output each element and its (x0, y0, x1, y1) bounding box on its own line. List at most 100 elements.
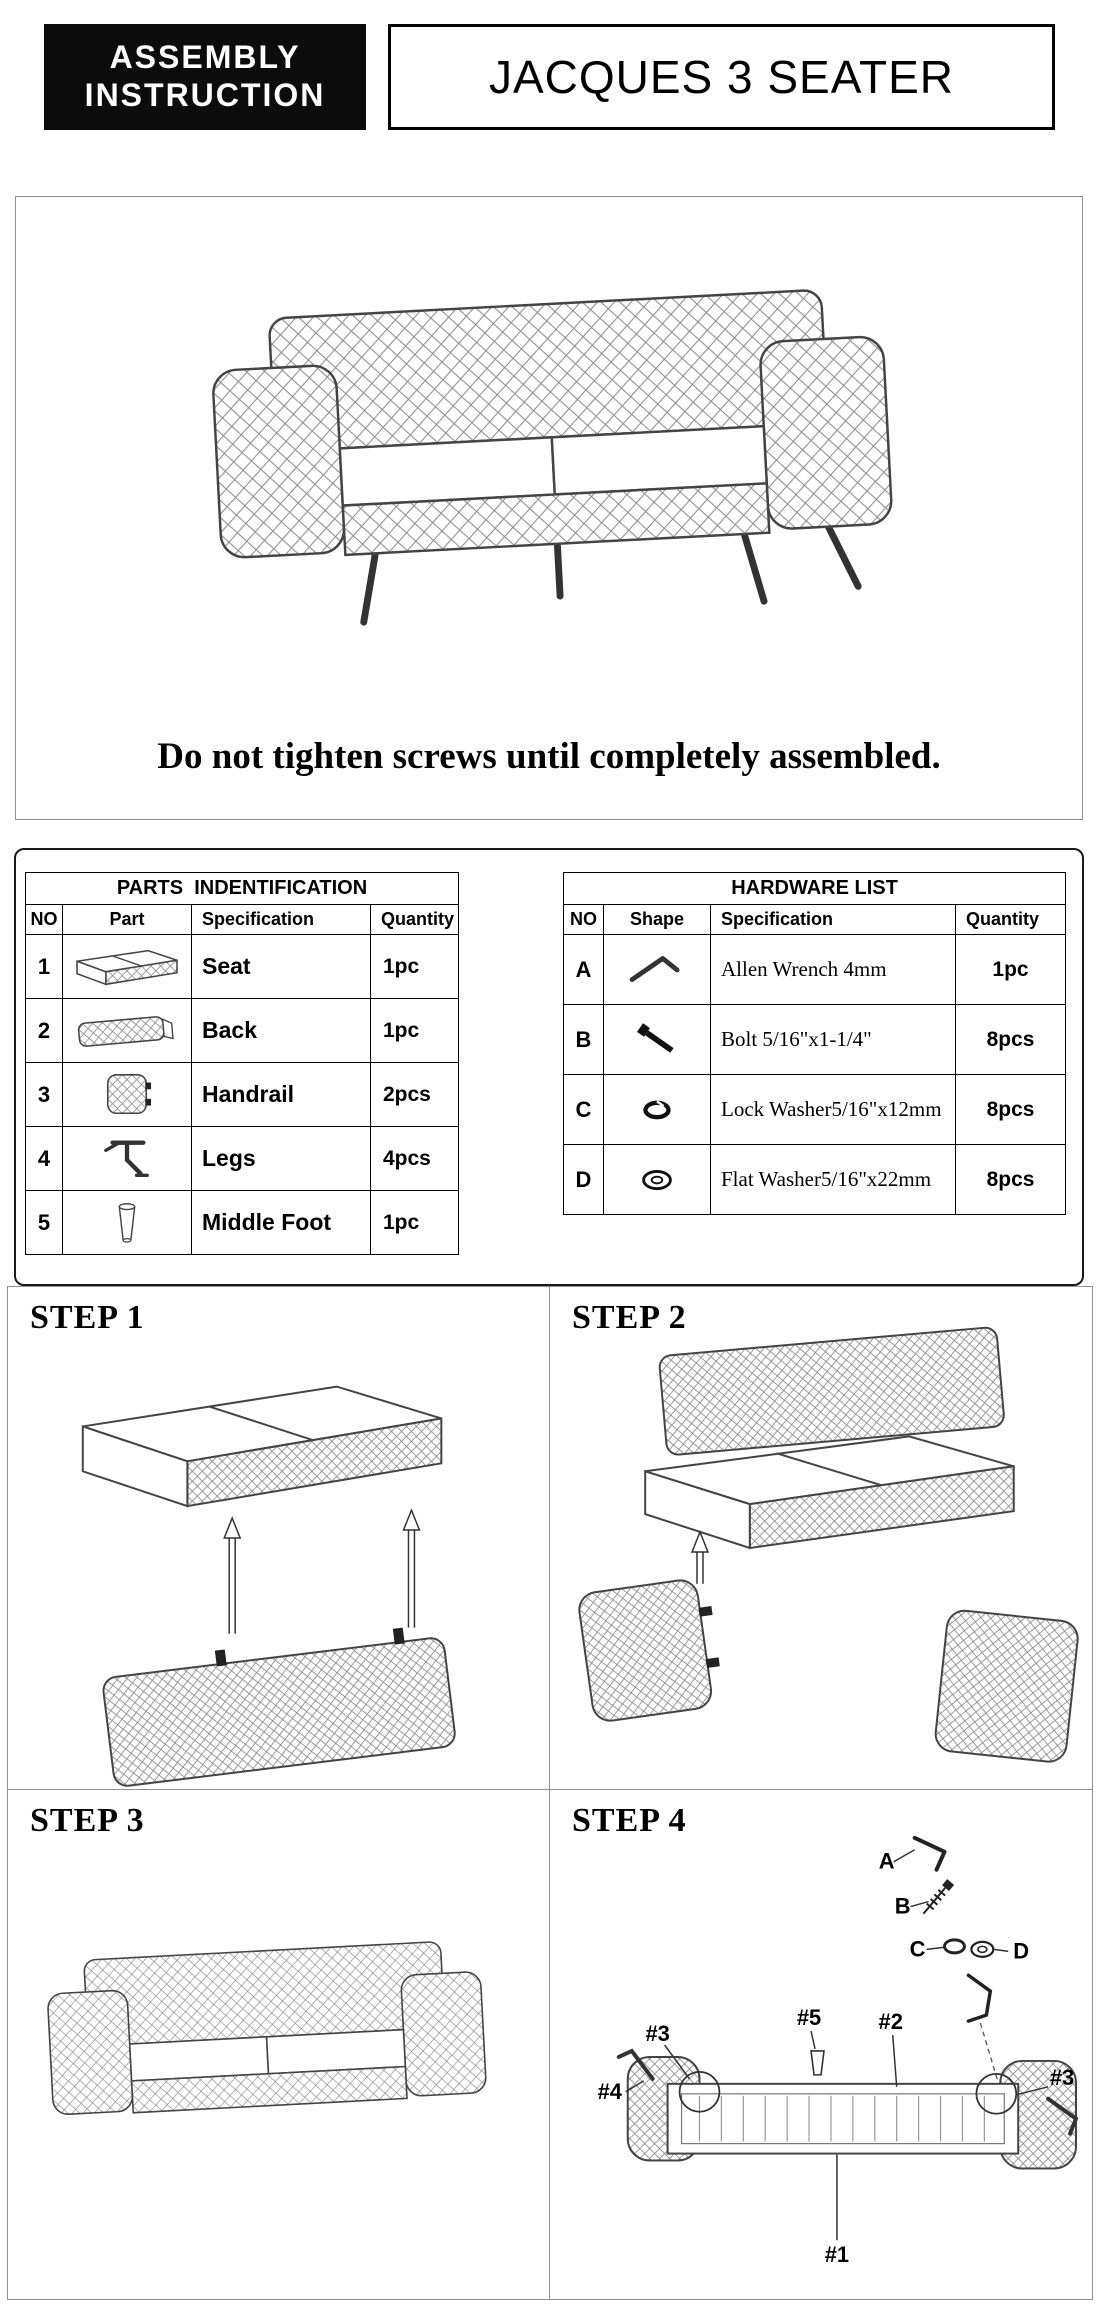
assembly-instruction-badge: ASSEMBLY INSTRUCTION (44, 24, 366, 130)
bolt-point-circle-right (975, 2072, 1018, 2115)
hardware-qty: 8pcs (954, 1144, 1067, 1215)
seat-assembly (81, 1385, 443, 1508)
allen-wrench-glyph (912, 1835, 947, 1872)
part-spec: Handrail (191, 1062, 371, 1127)
part-no: 2 (25, 998, 63, 1063)
parts-header-qty: Quantity (370, 904, 459, 935)
hardware-qty: 1pc (954, 934, 1067, 1005)
callout-p1: #1 (825, 2242, 849, 2267)
parts-row-legs: 4 Legs 4pcs (25, 1126, 459, 1191)
parts-header-part: Part (62, 904, 192, 935)
sofa-hero-illustration (208, 285, 894, 677)
step-2-panel: STEP 2 (549, 1286, 1093, 1790)
allen-wrench-icon (603, 934, 711, 1005)
parts-row-seat: 1 Seat 1pc (25, 934, 459, 999)
part-spec: Back (191, 998, 371, 1063)
callout-p5: #5 (797, 2005, 821, 2030)
hardware-spec: Bolt 5/16"x1-1/4" (710, 1004, 956, 1075)
step-4-illustration: A B C D #3 #5 #2 #3 #4 #1 (598, 1835, 1079, 2267)
step-4-panel: STEP 4 (549, 1789, 1093, 2300)
product-title-box: JACQUES 3 SEATER (388, 24, 1055, 130)
hardware-no: C (563, 1074, 604, 1145)
part-spec: Legs (191, 1126, 371, 1191)
steps-grid: STEP 1 (7, 1286, 1093, 2300)
leg-glyph (966, 1973, 993, 2023)
callout-b: B (895, 1894, 911, 1919)
right-leg-glyph (1046, 2096, 1079, 2136)
hardware-header-shape: Shape (603, 904, 711, 935)
hardware-no: A (563, 934, 604, 1005)
attached-back (658, 1326, 1005, 1456)
hardware-header-qty: Quantity (954, 904, 1067, 935)
product-title: JACQUES 3 SEATER (488, 51, 955, 103)
leader-lines (625, 1849, 1049, 2241)
hardware-header-spec: Specification (710, 904, 956, 935)
parts-row-handrail: 3 Handrail 2pcs (25, 1062, 459, 1127)
step-1-label: STEP 1 (30, 1299, 145, 1336)
part-qty: 1pc (370, 998, 459, 1063)
callout-d: D (1013, 1938, 1029, 1963)
step-3-label: STEP 3 (30, 1802, 145, 1839)
assembled-sofa (44, 1938, 488, 2118)
hardware-row-allen-wrench: A Allen Wrench 4mm 1pc (563, 934, 1067, 1005)
part-qty: 4pcs (370, 1126, 459, 1191)
step-1-illustration (81, 1385, 456, 1787)
back-panel (102, 1627, 456, 1787)
parts-header-no: NO (25, 904, 63, 935)
legs-part-icon (62, 1126, 192, 1191)
hardware-row-lock-washer: C Lock Washer5/16"x12mm 8pcs (563, 1074, 1067, 1145)
hardware-row-flat-washer: D Flat Washer5/16"x22mm 8pcs (563, 1144, 1067, 1215)
step-3-illustration (44, 1938, 488, 2118)
assembly-arrows (223, 1508, 421, 1634)
step-1-panel: STEP 1 (7, 1286, 550, 1790)
parts-header-spec: Specification (191, 904, 371, 935)
handrail-part-icon (62, 1062, 192, 1127)
step-2-illustration (578, 1326, 1079, 1763)
warning-text: Do not tighten screws until completely a… (157, 736, 941, 777)
bolt-icon (603, 1004, 711, 1075)
parts-row-back: 2 Back 1pc (25, 998, 459, 1063)
assembly-arrows (690, 1530, 710, 1584)
parts-table-title: PARTS INDENTIFICATION (25, 872, 459, 905)
left-leg-glyph (616, 2048, 655, 2081)
step-2-label: STEP 2 (572, 1299, 687, 1336)
hardware-no: B (563, 1004, 604, 1075)
hardware-spec: Flat Washer5/16"x22mm (710, 1144, 956, 1215)
hero-illustration-panel: Do not tighten screws until completely a… (15, 196, 1083, 820)
right-armrest (934, 1609, 1079, 1763)
hardware-no: D (563, 1144, 604, 1215)
callout-p2: #2 (879, 2009, 903, 2034)
back-part-icon (62, 998, 192, 1063)
hardware-table: HARDWARE LIST NO Shape Specification Qua… (562, 872, 1067, 1215)
bolt-point-circle-left (678, 2070, 721, 2113)
part-no: 1 (25, 934, 63, 999)
left-armrest (578, 1579, 720, 1722)
middle-foot-part-icon (62, 1190, 192, 1255)
hardware-row-bolt: B Bolt 5/16"x1-1/4" 8pcs (563, 1004, 1067, 1075)
part-qty: 1pc (370, 1190, 459, 1255)
hardware-table-header-row: NO Shape Specification Quantity (563, 904, 1067, 935)
parts-row-middle-foot: 5 Middle Foot 1pc (25, 1190, 459, 1255)
hardware-spec: Allen Wrench 4mm (710, 934, 956, 1005)
callout-p3-left: #3 (645, 2021, 669, 2046)
callout-a: A (879, 1849, 895, 1874)
part-no: 3 (25, 1062, 63, 1127)
step-4-label: STEP 4 (572, 1802, 687, 1839)
hardware-qty: 8pcs (954, 1074, 1067, 1145)
part-no: 4 (25, 1126, 63, 1191)
bolt-glyph (922, 1879, 955, 1915)
lock-washer-glyph (943, 1938, 966, 1955)
parts-table: PARTS INDENTIFICATION NO Part Specificat… (25, 872, 459, 1255)
callout-p4: #4 (598, 2079, 623, 2104)
part-spec: Seat (191, 934, 371, 999)
middle-foot-glyph (810, 2050, 825, 2076)
hardware-spec: Lock Washer5/16"x12mm (710, 1074, 956, 1145)
part-qty: 2pcs (370, 1062, 459, 1127)
upside-down-sofa (616, 2048, 1079, 2170)
seat-part-icon (62, 934, 192, 999)
parts-table-header-row: NO Part Specification Quantity (25, 904, 459, 935)
hardware-header-no: NO (563, 904, 604, 935)
flat-washer-icon (603, 1144, 711, 1215)
part-qty: 1pc (370, 934, 459, 999)
